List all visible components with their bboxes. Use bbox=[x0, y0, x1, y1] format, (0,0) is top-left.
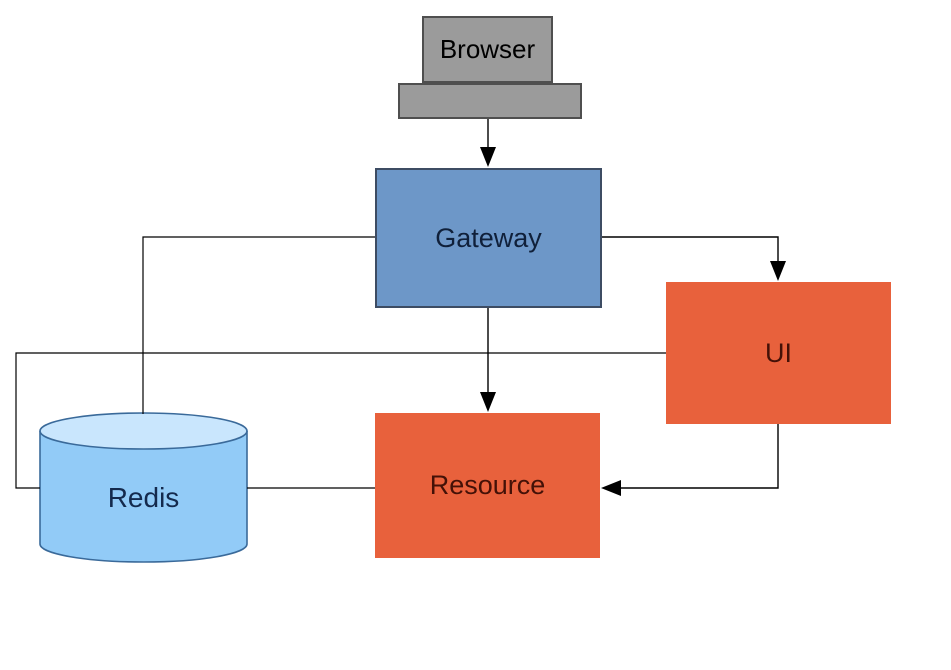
node-gateway-label: Gateway bbox=[435, 222, 542, 253]
node-redis-label: Redis bbox=[107, 481, 180, 513]
node-resource: Resource bbox=[375, 413, 600, 558]
node-ui-label: UI bbox=[765, 337, 792, 368]
redis-cylinder-top bbox=[39, 412, 248, 450]
edge-gateway-redis bbox=[142, 236, 375, 414]
node-resource-label: Resource bbox=[429, 470, 546, 500]
arrowhead-browser-gateway bbox=[480, 147, 496, 167]
node-redis: Redis bbox=[40, 470, 247, 525]
node-gateway: Gateway bbox=[375, 168, 602, 308]
node-browser-label: Browser bbox=[439, 34, 536, 64]
node-ui: UI bbox=[666, 282, 891, 424]
arrowhead-gateway-ui bbox=[770, 261, 786, 281]
edge-gateway-ui bbox=[602, 236, 779, 263]
edge-ui-resource bbox=[619, 424, 779, 489]
arrowhead-gateway-resource bbox=[480, 392, 496, 412]
edge-ui-redis bbox=[15, 352, 666, 489]
node-browser-base bbox=[398, 83, 582, 119]
redis-cylinder-body bbox=[39, 431, 248, 563]
arrowhead-ui-resource bbox=[601, 480, 621, 496]
node-browser: Browser bbox=[422, 16, 553, 83]
